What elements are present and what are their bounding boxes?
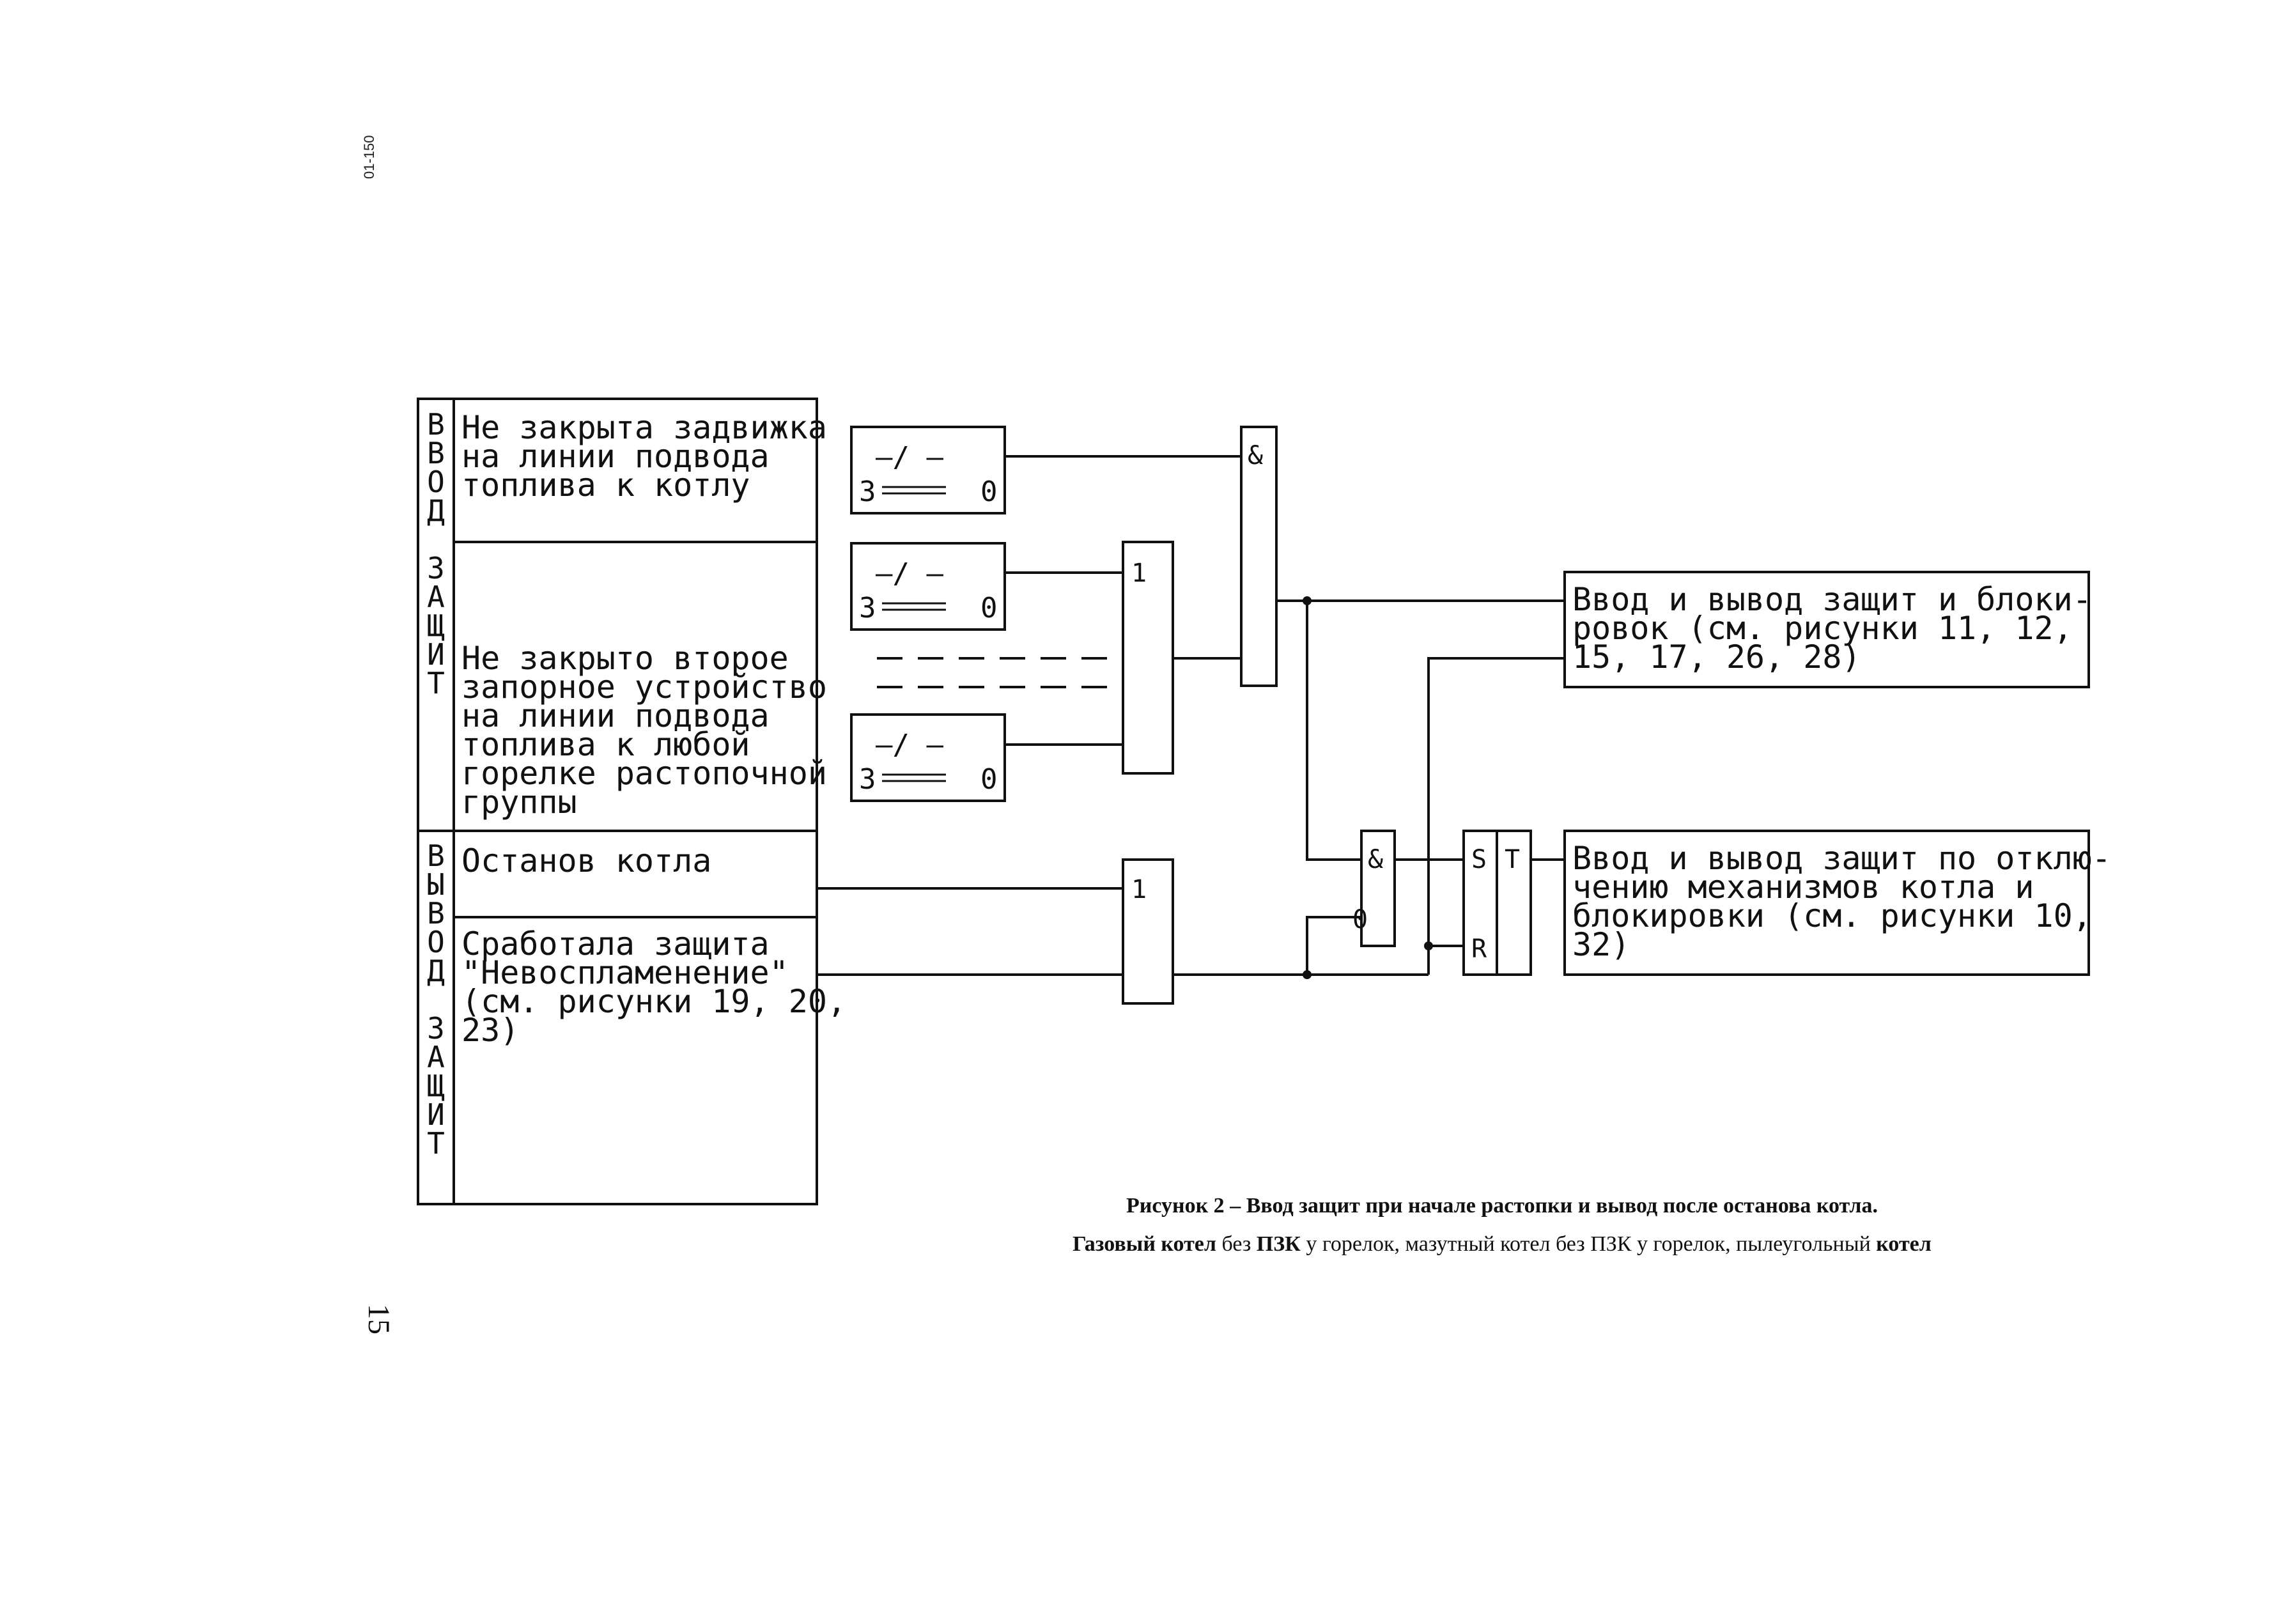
output-line: ровок (см. рисунки 11, 12,	[1572, 610, 2073, 647]
side-letter: В	[427, 436, 445, 470]
output-box-1	[1563, 571, 2090, 688]
side-letter: И	[427, 1097, 445, 1132]
switch-left-label: З	[859, 592, 876, 624]
trigger-label: T	[1505, 845, 1520, 874]
switch-right-label: 0	[980, 592, 998, 624]
junction-dot	[1424, 941, 1433, 950]
caption-part: ПЗК	[1256, 1232, 1301, 1256]
output-line: 15, 17, 26, 28)	[1572, 638, 1861, 676]
caption-title: – Ввод защит при начале растопки и вывод…	[1224, 1194, 1878, 1218]
caption-part: без	[1216, 1232, 1257, 1256]
switch-block-2	[850, 542, 1006, 631]
wire-junction-down	[1306, 601, 1361, 861]
output-line: Ввод и вывод защит по отклю-	[1572, 840, 2111, 877]
condition-line: Не закрыто второе	[461, 640, 789, 677]
switch-symbol: —/ —	[876, 441, 943, 474]
and-gate-lower-label: &	[1368, 845, 1383, 874]
side-letter: З	[427, 1011, 445, 1046]
figure-caption-line1: Рисунок 2 – Ввод защит при начале растоп…	[831, 1194, 2173, 1218]
switch-block-1	[850, 426, 1006, 514]
or-gate-burners	[1122, 541, 1174, 775]
page-number: 15	[362, 1304, 396, 1334]
side-letter: Т	[427, 1126, 445, 1161]
or-gate-burners-label: 1	[1131, 559, 1147, 588]
switch-symbol: —/ —	[876, 557, 943, 590]
caption-part: у горелок, мазутный котел без ПЗК у горе…	[1300, 1232, 1877, 1256]
output-box-2	[1563, 830, 2090, 976]
caption-part: Газовый котел	[1073, 1232, 1216, 1256]
condition-table	[417, 398, 818, 1205]
output-line: блокировки (см. рисунки 10,	[1572, 897, 2092, 934]
side-letter: Д	[427, 954, 445, 988]
side-letter: В	[427, 407, 445, 442]
switch-symbol: —/ —	[876, 729, 943, 761]
condition-line: группы	[461, 784, 577, 821]
side-letter: И	[427, 637, 445, 672]
switch-left-label: З	[859, 763, 876, 796]
figure-caption-line2: Газовый котел без ПЗК у горелок, мазутны…	[831, 1232, 2173, 1257]
wire-trigger-to-output1	[1427, 657, 1565, 975]
side-letter: Щ	[427, 1069, 445, 1103]
caption-part: котел	[1876, 1232, 1932, 1256]
output-line: Ввод и вывод защит и блоки-	[1572, 581, 2092, 618]
switch-right-label: 0	[980, 763, 998, 796]
condition-line: (см. рисунки 19, 20,	[461, 983, 846, 1020]
output-line: 32)	[1572, 926, 1630, 963]
condition-line: топлива к котлу	[461, 467, 750, 504]
condition-line: горелке растопочной	[461, 755, 827, 792]
condition-line: Сработала защита	[461, 925, 770, 963]
reset-label: R	[1471, 934, 1487, 964]
condition-line: "Невоспламенение"	[461, 954, 789, 991]
junction-dot	[1303, 596, 1312, 605]
or-gate-shutdown	[1122, 858, 1174, 1005]
switch-left-label: З	[859, 476, 876, 508]
junction-dot	[1303, 970, 1312, 979]
side-letter: О	[427, 925, 445, 959]
switch-block-3	[850, 713, 1006, 802]
condition-line: на линии подвода	[461, 697, 770, 734]
side-letter: О	[427, 465, 445, 499]
side-letter: Ы	[427, 867, 445, 902]
side-letter: Т	[427, 666, 445, 700]
condition-line: Не закрыта задвижка	[461, 409, 827, 446]
side-letter: З	[427, 551, 445, 585]
set-label: S	[1471, 845, 1487, 874]
and-gate-main	[1240, 426, 1278, 687]
condition-line: на линии подвода	[461, 438, 770, 475]
condition-line: запорное устройство	[461, 669, 827, 706]
switch-contact-icon	[882, 773, 946, 782]
output-texts: Ввод и вывод защит и блоки-ровок (см. ри…	[1572, 581, 2111, 963]
condition-line: Останов котла	[461, 842, 711, 879]
switch-contact-icon	[882, 602, 946, 611]
side-letter: В	[427, 839, 445, 873]
side-letter: Щ	[427, 608, 445, 643]
side-letter: В	[427, 896, 445, 931]
and-gate-main-label: &	[1248, 441, 1263, 470]
side-letter: Д	[427, 493, 445, 528]
switch-right-label: 0	[980, 476, 998, 508]
side-letter: А	[427, 1040, 445, 1074]
condition-line: топлива к любой	[461, 726, 750, 763]
or-gate-shutdown-label: 1	[1131, 875, 1147, 904]
condition-line: 23)	[461, 1012, 519, 1049]
figure-label: Рисунок 2	[1126, 1194, 1225, 1218]
inverted-input-label: 0	[1352, 905, 1368, 934]
switch-contact-icon	[882, 486, 946, 495]
output-line: чению механизмов котла и	[1572, 869, 2034, 906]
side-letter: А	[427, 580, 445, 614]
wire-inverted-input	[1306, 916, 1361, 975]
